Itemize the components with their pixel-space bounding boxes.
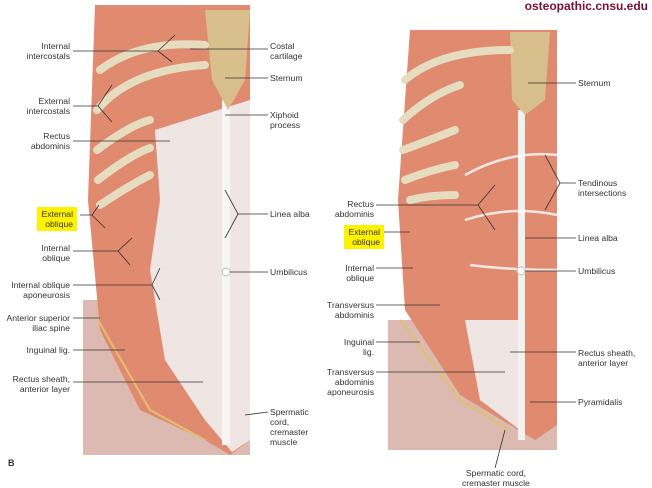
label-umbilicus: Umbilicus [270,267,308,277]
label-linea-alba-right: Linea alba [578,233,618,243]
label-external-intercostals: External intercostals [26,96,70,116]
label-rectus-abdominis: Rectus abdominis [30,131,70,151]
right-ribs [399,46,514,204]
label-sternum-right: Sternum [578,78,611,88]
left-sternum [205,10,250,110]
right-sternum [510,32,550,115]
label-asis: Anterior superior iliac spine [6,313,70,333]
label-rectus-sheath: Rectus sheath, anterior layer [12,374,70,394]
label-spermatic-cord-right: Spermatic cord, cremaster muscle [462,468,530,488]
leader-lines [73,34,576,469]
label-spermatic-cord: Spermatic cord, cremaster muscle [270,407,309,447]
label-sternum: Sternum [270,73,303,83]
label-internal-oblique: Internal oblique [41,243,70,263]
right-sheath [465,320,520,430]
right-tendinous-intersections [464,152,558,272]
label-internal-oblique-right: Internal oblique [345,263,374,283]
label-tendinous-intersections: Tendinous intersections [578,178,627,198]
right-umbilicus [516,266,526,276]
label-xiphoid-process: Xiphoid process [270,110,301,130]
label-inguinal-lig: Inguinal lig. [26,345,70,355]
label-transversus-abdominis: Transversus abdominis [327,300,374,320]
right-torso-illustration [388,30,558,450]
left-umbilicus [221,267,231,277]
label-external-oblique-highlighted: External oblique [37,207,77,231]
label-costal-cartilage: Costal cartilage [270,41,303,61]
right-inguinal-ligament [399,319,511,431]
figure-letter: B [8,458,15,468]
label-rectus-abdominis-right: Rectus abdominis [334,199,374,219]
label-internal-oblique-aponeurosis: Internal oblique aponeurosis [11,280,70,300]
label-external-oblique-right-highlighted: External oblique [344,225,384,249]
watermark: osteopathic.cnsu.edu [524,0,648,13]
label-linea-alba: Linea alba [270,209,310,219]
label-pyramidalis: Pyramidalis [578,397,623,407]
left-torso-illustration [83,5,250,455]
label-internal-intercostals: Internal intercostals [26,41,70,61]
label-inguinal-lig-right: Inguinal lig. [343,337,374,357]
label-rectus-sheath-right: Rectus sheath, anterior layer [578,348,636,368]
left-ribs [93,40,209,209]
label-transversus-aponeurosis: Transversus abdominis aponeurosis [327,367,374,397]
label-umbilicus-right: Umbilicus [578,266,616,276]
